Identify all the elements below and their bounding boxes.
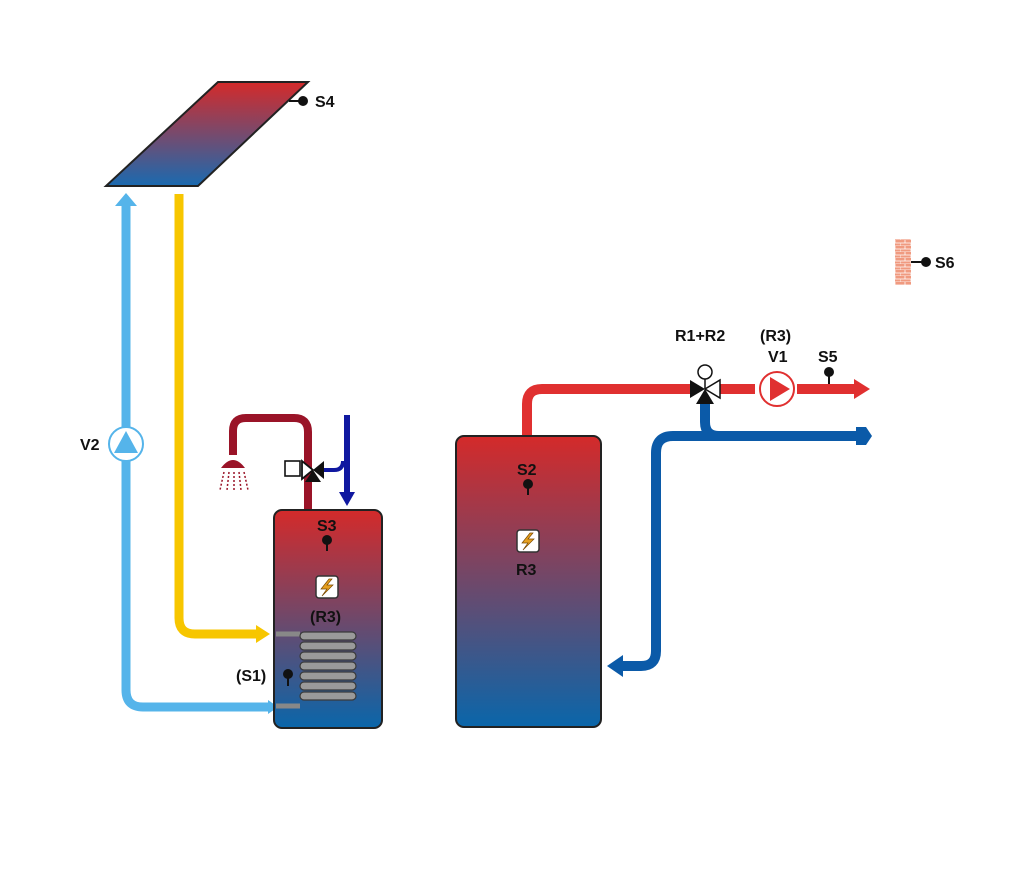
three-way-valve-icon [690, 364, 721, 404]
label-r1-r2: R1+R2 [675, 328, 725, 345]
label-r3-paren-top: (R3) [760, 328, 791, 345]
heat-exchanger-coil-icon [276, 631, 357, 709]
label-v1: V1 [768, 349, 788, 366]
solar-flow-pipe [174, 194, 270, 643]
heater-icon-tank2 [516, 529, 540, 553]
heating-flow-pipe [522, 379, 870, 436]
pump-v1 [759, 371, 795, 407]
label-s1-paren: (S1) [236, 668, 266, 685]
sensor-s1 [283, 669, 293, 686]
solar-collector-icon [103, 81, 311, 187]
mixing-valve-icon [284, 459, 324, 482]
shower-icon [219, 460, 249, 491]
dhw-cold-pipe [324, 415, 355, 506]
sensor-s3 [322, 535, 332, 551]
label-s2: S2 [517, 462, 537, 479]
label-r3-paren-small: (R3) [310, 609, 341, 626]
pump-v2 [108, 426, 144, 462]
label-v2: V2 [80, 437, 100, 454]
label-s6: S6 [935, 255, 955, 272]
label-s5: S5 [818, 349, 838, 366]
label-s4: S4 [315, 94, 335, 111]
sensor-s6 [911, 257, 931, 267]
outdoor-wall-icon [895, 239, 911, 285]
sensor-s2 [523, 479, 533, 495]
sensor-s4 [289, 96, 308, 106]
heater-icon-tank1 [315, 575, 339, 599]
tank-2 [455, 435, 602, 728]
label-r3: R3 [516, 562, 537, 579]
sensor-s5 [824, 367, 834, 384]
label-s3: S3 [317, 518, 337, 535]
dhw-hot-pipe [229, 414, 312, 510]
heating-return-pipe [607, 398, 872, 677]
